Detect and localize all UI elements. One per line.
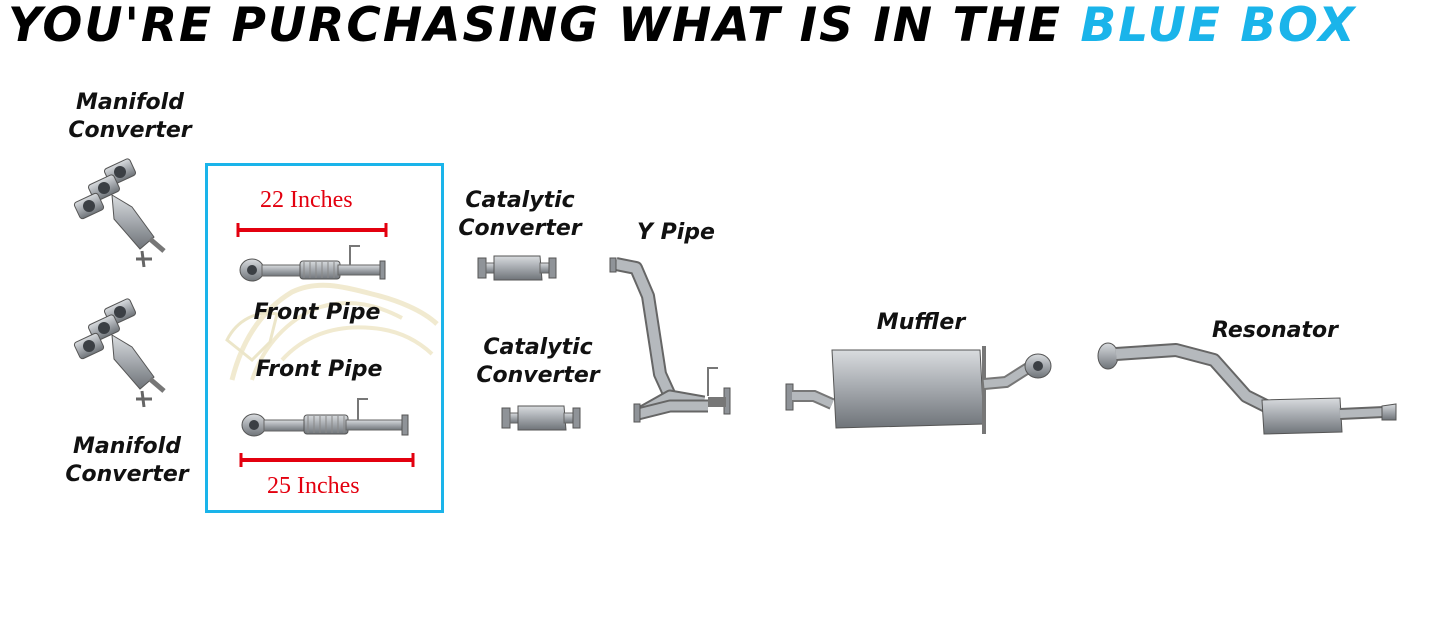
muffler-label: Muffler (876, 310, 966, 335)
catalytic-converter-icon (501, 405, 581, 431)
y-pipe-icon (609, 257, 731, 423)
measurement-bar-22 (236, 223, 388, 237)
catalytic-converter-bottom-label: Catalytic Converter (468, 334, 608, 390)
page-headline: YOU'RE PURCHASING WHAT IS IN THE BLUE BO… (8, 0, 1357, 53)
catalytic-bottom-line2: Converter (476, 363, 600, 388)
exhaust-manifold-icon (73, 298, 166, 408)
front-pipe-bottom-label: Front Pipe (255, 357, 383, 382)
exhaust-manifold-icon (73, 158, 166, 268)
catalytic-top-line1: Catalytic (465, 188, 575, 213)
front-pipe-icon (241, 398, 409, 437)
front-pipe-icon (239, 245, 386, 282)
manifold-top-line2: Converter (68, 118, 192, 143)
manifold-converter-top-label: Manifold Converter (62, 89, 198, 145)
catalytic-converter-icon (477, 255, 557, 281)
blue-box-selection (205, 163, 444, 513)
front-pipe-bottom-length: 25 Inches (267, 473, 360, 499)
resonator-icon (1097, 342, 1397, 435)
manifold-bottom-line2: Converter (65, 462, 189, 487)
headline-prefix: YOU'RE PURCHASING WHAT IS IN THE (8, 0, 1063, 53)
catalytic-converter-top-label: Catalytic Converter (450, 187, 590, 243)
muffler-icon (785, 346, 1052, 434)
manifold-top-line1: Manifold (76, 90, 184, 115)
headline-highlight: BLUE BOX (1080, 0, 1357, 53)
manifold-bottom-line1: Manifold (73, 434, 181, 459)
catalytic-top-line2: Converter (458, 216, 582, 241)
resonator-label: Resonator (1212, 318, 1338, 343)
front-pipe-top-length: 22 Inches (260, 187, 353, 213)
front-pipe-top-label: Front Pipe (253, 300, 381, 325)
measurement-bar-25 (239, 453, 415, 467)
manifold-converter-bottom-label: Manifold Converter (58, 433, 196, 489)
y-pipe-label: Y Pipe (637, 220, 715, 245)
horse-watermark-icon (225, 282, 439, 381)
catalytic-bottom-line1: Catalytic (483, 335, 593, 360)
